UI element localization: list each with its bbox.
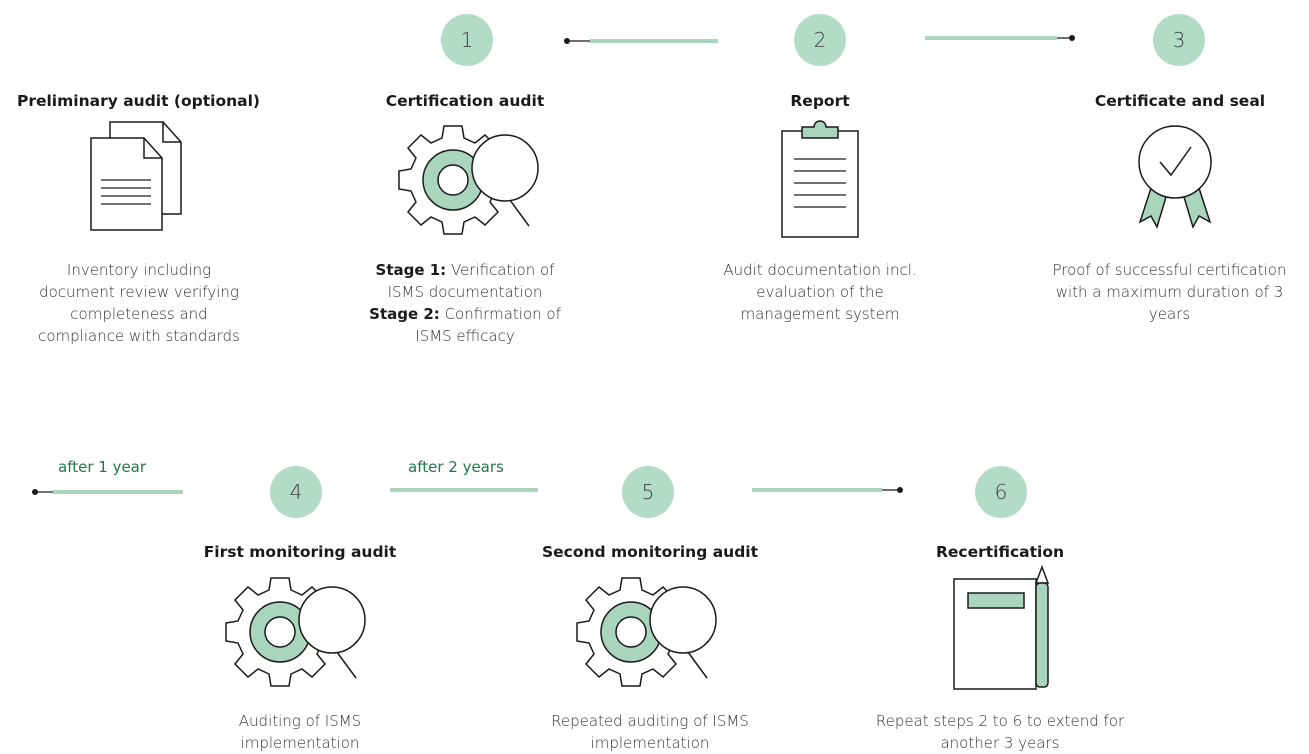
desc-line: compliance with standards <box>38 327 240 345</box>
step-6-description: Repeat steps 2 to 6 to extend for anothe… <box>860 710 1140 754</box>
desc-line: evaluation of the <box>756 283 884 301</box>
gear-magnifier-icon <box>225 577 366 687</box>
step-5-title: Second monitoring audit <box>541 543 759 561</box>
gear-magnifier-icon <box>576 577 717 687</box>
desc-line: Repeated auditing of ISMS <box>551 712 749 730</box>
step-3-description: Proof of successful certification with a… <box>1030 259 1309 325</box>
connector-label-after-2-years: after 2 years <box>408 458 504 476</box>
step-3-number-badge: 3 <box>1153 14 1205 66</box>
desc-line: Repeat steps 2 to 6 to extend for <box>875 712 1125 730</box>
step-4-title: First monitoring audit <box>203 543 397 561</box>
desc-line: Stage 1: Verification of <box>375 261 555 279</box>
step-1-description: Stage 1: Verification of ISMS documentat… <box>335 259 595 347</box>
connector-label-after-1-year: after 1 year <box>58 458 147 476</box>
connector-line-4-5 <box>390 488 538 492</box>
desc-line: implementation <box>590 734 710 752</box>
desc-line: Auditing of ISMS <box>238 712 362 730</box>
desc-line: with a maximum duration of 3 <box>1055 283 1284 301</box>
gear-magnifier-icon <box>398 125 539 235</box>
clipboard-icon <box>781 120 859 238</box>
step-6-number-badge: 6 <box>975 466 1027 518</box>
desc-line: another 3 years <box>940 734 1060 752</box>
desc-line: management system <box>740 305 900 323</box>
step-5-number-badge: 5 <box>622 466 674 518</box>
step-2-description: Audit documentation incl. evaluation of … <box>690 259 950 325</box>
desc-line: Audit documentation incl. <box>723 261 917 279</box>
award-seal-icon <box>1138 125 1212 229</box>
step-5-description: Repeated auditing of ISMS implementation <box>510 710 790 754</box>
desc-line: Inventory including <box>66 261 212 279</box>
desc-line: ISMS documentation <box>387 283 543 301</box>
desc-line: Proof of successful certification <box>1052 261 1287 279</box>
desc-line: ISMS efficacy <box>415 327 515 345</box>
step-2-number-badge: 2 <box>794 14 846 66</box>
step-1-title: Certification audit <box>385 92 545 110</box>
desc-line: completeness and <box>70 305 208 323</box>
preliminary-audit-title: Preliminary audit (optional) <box>16 92 261 110</box>
step-3-title: Certificate and seal <box>1094 92 1266 110</box>
step-4-description: Auditing of ISMS implementation <box>170 710 430 754</box>
desc-line: implementation <box>240 734 360 752</box>
documents-icon <box>90 121 182 231</box>
preliminary-audit-description: Inventory including document review veri… <box>0 259 278 347</box>
desc-line: document review verifying <box>39 283 239 301</box>
step-6-title: Recertification <box>935 543 1065 561</box>
step-2-title: Report <box>790 92 850 110</box>
notebook-pencil-icon <box>953 564 1050 690</box>
connector-line-5-6 <box>752 487 903 493</box>
step-4-number-badge: 4 <box>270 466 322 518</box>
connector-line-3-4 <box>32 489 183 495</box>
desc-line: years <box>1148 305 1191 323</box>
desc-line: Stage 2: Confirmation of <box>369 305 561 323</box>
step-1-number-badge: 1 <box>441 14 493 66</box>
connector-line-1-2 <box>564 38 718 44</box>
connector-line-2-3 <box>925 35 1075 41</box>
